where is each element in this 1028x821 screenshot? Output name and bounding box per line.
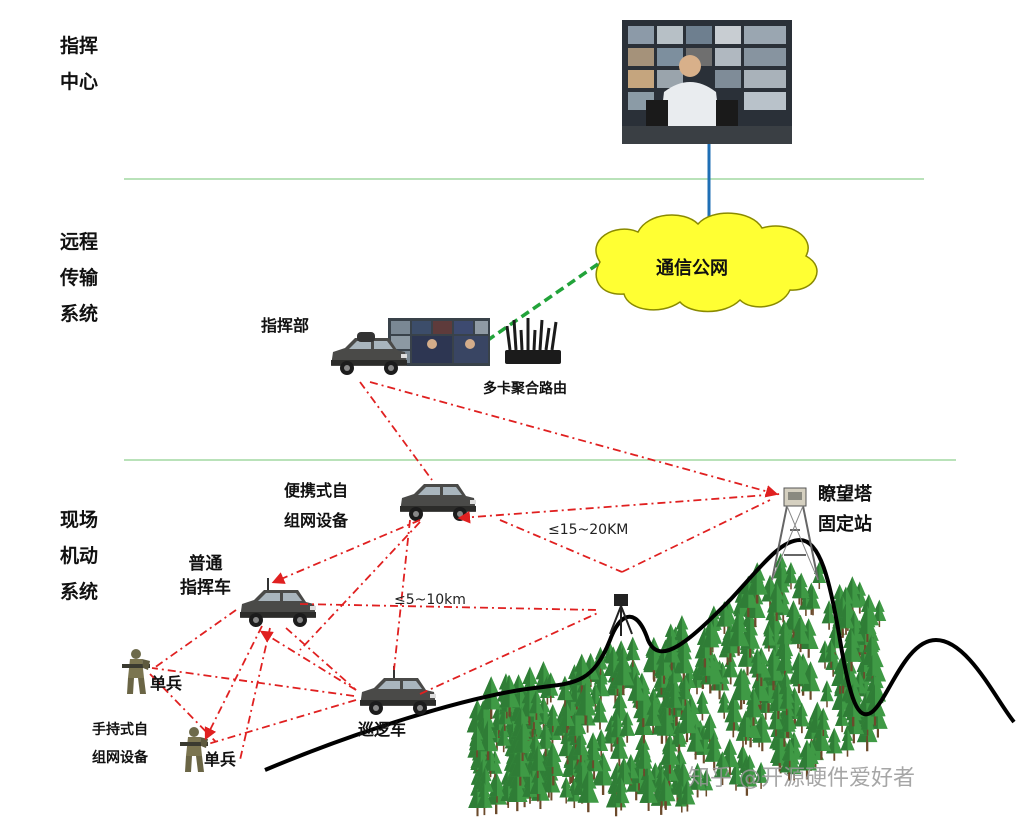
watchtower-icon xyxy=(771,487,819,581)
command-post-antenna-icon xyxy=(357,332,375,342)
soldier-2-label: 单兵 xyxy=(204,750,237,769)
long-range-label: ≤15~20KM xyxy=(548,522,629,538)
label-line: 固定站 xyxy=(818,514,872,535)
wireless-links xyxy=(149,381,781,761)
watermark: 知乎 @开源硬件爱好者 xyxy=(688,766,915,791)
command-vehicle-label: 普通 指挥车 xyxy=(180,552,231,600)
portable-device-vehicle-icon xyxy=(400,484,476,521)
tree-icon xyxy=(826,727,843,761)
public-network-label: 通信公网 xyxy=(656,258,728,279)
router-label: 多卡聚合路由 xyxy=(483,381,567,397)
section-label-line: 指挥 xyxy=(60,35,99,57)
soldier-1-icon xyxy=(122,649,150,694)
section-remote-transmission: 远程 传输 系统 xyxy=(60,224,98,332)
terrain-line xyxy=(264,537,1016,772)
label-line: 组网设备 xyxy=(284,511,349,530)
watchtower-label: 瞭望塔 固定站 xyxy=(818,480,872,540)
tree-icon xyxy=(694,690,710,721)
section-label-line: 系统 xyxy=(60,303,99,325)
network-link xyxy=(487,262,599,342)
label-line: 普通 xyxy=(188,554,223,574)
label-line: 组网设备 xyxy=(92,750,148,766)
command-center-image xyxy=(622,20,792,144)
portable-device-label: 便携式自 组网设备 xyxy=(284,476,348,536)
router-icon xyxy=(505,318,561,364)
handheld-device-label: 手持式自 组网设备 xyxy=(92,716,148,772)
label-line: 手持式自 xyxy=(92,722,148,738)
section-label-line: 机动 xyxy=(60,545,99,567)
section-label-line: 远程 xyxy=(60,231,99,253)
section-label-line: 中心 xyxy=(60,71,99,93)
section-label-line: 传输 xyxy=(60,267,99,289)
section-field-mobile: 现场 机动 系统 xyxy=(60,502,98,610)
tree-icon xyxy=(820,680,834,708)
command-post-video-image xyxy=(388,318,490,366)
patrol-vehicle-icon xyxy=(360,678,436,715)
label-line: 指挥车 xyxy=(180,578,231,598)
section-command-center: 指挥 中心 xyxy=(60,28,98,100)
soldier-1-label: 单兵 xyxy=(150,674,183,693)
patrol-vehicle-label: 巡逻车 xyxy=(358,720,407,739)
label-line: 便携式自 xyxy=(284,481,349,500)
short-range-label: ≤5~10km xyxy=(394,592,466,608)
public-network-cloud xyxy=(595,212,818,313)
camera-tripod-icon xyxy=(609,594,633,636)
label-line: 瞭望塔 xyxy=(818,484,872,505)
section-label-line: 现场 xyxy=(60,509,99,531)
section-label-line: 系统 xyxy=(60,581,99,603)
command-post-label: 指挥部 xyxy=(261,316,310,335)
command-vehicle-icon xyxy=(240,590,316,627)
